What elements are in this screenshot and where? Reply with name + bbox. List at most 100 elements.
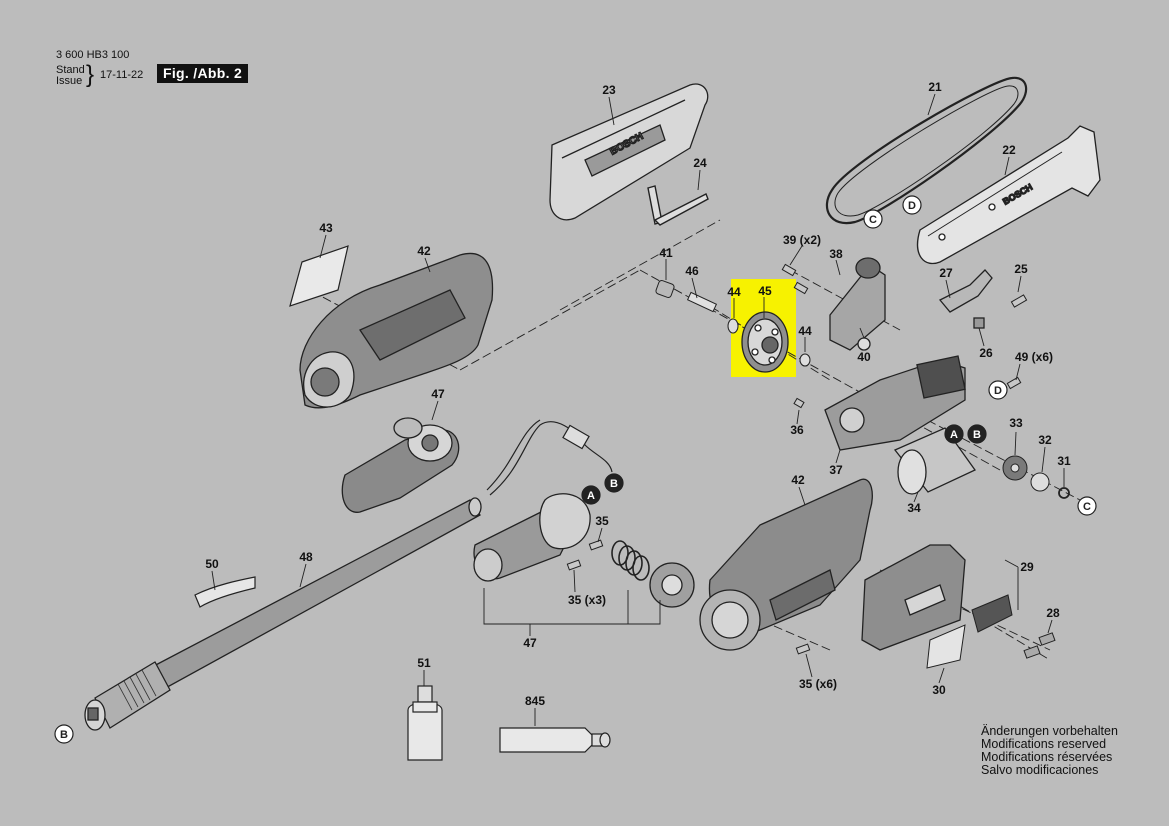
saw-chain: [825, 76, 1028, 225]
part-label-24: 24: [693, 156, 707, 170]
part-label-35-x3: 35 (x3): [568, 593, 606, 607]
housing-half-left: [299, 252, 494, 409]
part-label-23: 23: [602, 83, 616, 97]
stand-label: Stand: [56, 64, 85, 76]
circlip-31: [1058, 487, 1070, 499]
fan-33: [1002, 455, 1028, 481]
bar-cover: BOSCH: [549, 83, 709, 221]
tension-block: [829, 257, 886, 351]
connector-label-d-2: D: [994, 385, 1002, 397]
part-label-35: 35: [595, 514, 609, 528]
part-label-47-upper: 47: [431, 387, 445, 401]
connector-b-1: [604, 473, 624, 493]
part-label-39-x2: 39 (x2): [783, 233, 821, 247]
part-label-34: 34: [907, 501, 921, 515]
notice-line-es: Salvo modificaciones: [981, 763, 1099, 777]
locking-nut: [649, 562, 695, 608]
issue-date: 17-11-22: [100, 69, 144, 81]
part-label-37: 37: [829, 463, 843, 477]
curved-plate: [194, 576, 256, 608]
figure-label: Fig. /Abb. 2: [157, 64, 249, 83]
spring: [611, 540, 650, 581]
washer-44b: [799, 353, 811, 367]
side-cover: [861, 544, 966, 651]
cable-harness: [486, 419, 613, 496]
notice-line-de: Änderungen vorbehalten: [981, 724, 1118, 738]
issue-label: Issue: [56, 75, 83, 87]
main-housing: [699, 478, 873, 651]
screws-28: [1023, 632, 1056, 659]
connector-d-1: [902, 195, 922, 215]
part-label-30: 30: [932, 683, 946, 697]
connector-b-3: [54, 724, 74, 744]
warning-label: [289, 245, 349, 307]
small-screws: [566, 263, 1028, 655]
washer-32: [1030, 472, 1050, 492]
grease-tube: [499, 727, 611, 753]
connector-b-2: [967, 424, 987, 444]
part-label-21: 21: [928, 80, 942, 94]
part-label-47-lower: 47: [523, 636, 537, 650]
part-label-845: 845: [525, 694, 545, 708]
part-label-49-x6: 49 (x6): [1015, 350, 1053, 364]
part-label-42-upper: 42: [417, 244, 431, 258]
part-label-33: 33: [1009, 416, 1023, 430]
grip-housing: [473, 493, 591, 582]
part-label-28: 28: [1046, 606, 1060, 620]
part-label-36: 36: [790, 423, 804, 437]
notice-line-en: Modifications reserved: [981, 737, 1107, 751]
part-label-44-b: 44: [798, 324, 812, 338]
part-label-40: 40: [857, 350, 871, 364]
part-label-29: 29: [1020, 560, 1034, 574]
guide-bar: BOSCH: [916, 125, 1101, 265]
hex-key: [647, 185, 709, 226]
connector-circles: [54, 195, 1097, 744]
part-label-42-lower: 42: [791, 473, 805, 487]
part-label-46: 46: [685, 264, 699, 278]
part-label-35-x6: 35 (x6): [799, 677, 837, 691]
connector-label-d-1: D: [908, 200, 916, 212]
part-label-31: 31: [1057, 454, 1071, 468]
gearbox: [824, 355, 966, 451]
connector-label-b-2: B: [973, 429, 981, 441]
connector-a-2: [944, 424, 964, 444]
part-label-48: 48: [299, 550, 313, 564]
modifications-notice: Änderungen vorbehalten Modifications res…: [981, 725, 1118, 777]
part-label-38: 38: [829, 247, 843, 261]
part-label-25: 25: [1014, 262, 1028, 276]
part-label-45: 45: [758, 284, 772, 298]
part-label-32: 32: [1038, 433, 1052, 447]
connector-label-a-1: A: [587, 490, 595, 502]
part-label-27: 27: [939, 266, 953, 280]
drive-gear: [741, 311, 789, 373]
handle-core: [341, 417, 460, 513]
pin-46: [686, 291, 718, 313]
part-label-43: 43: [319, 221, 333, 235]
part-label-44-a: 44: [727, 285, 741, 299]
brace-symbol: }: [86, 61, 95, 88]
motor: [893, 427, 976, 495]
bushing-41: [655, 280, 675, 298]
cover-label: [971, 594, 1013, 633]
part-label-26: 26: [979, 346, 993, 360]
part-label-41: 41: [659, 246, 673, 260]
part-label-50: 50: [205, 557, 219, 571]
part-label-51: 51: [417, 656, 431, 670]
warning-sticker: [926, 624, 966, 669]
part-label-22: 22: [1002, 143, 1016, 157]
connector-label-b-1: B: [610, 478, 618, 490]
pole-shaft: [84, 497, 482, 731]
oil-bottle: [407, 685, 443, 761]
connector-a-1: [581, 485, 601, 505]
leader-lines: [211, 93, 1065, 726]
doc-number: 3 600 HB3 100: [56, 49, 130, 61]
connector-label-c-1: C: [869, 214, 877, 226]
notice-line-fr: Modifications réservées: [981, 750, 1113, 764]
washer-44a: [727, 318, 739, 334]
connector-label-b-3: B: [60, 729, 68, 741]
connector-c-1: [863, 209, 883, 229]
connector-label-a-2: A: [950, 429, 958, 441]
connector-c-2: [1077, 496, 1097, 516]
